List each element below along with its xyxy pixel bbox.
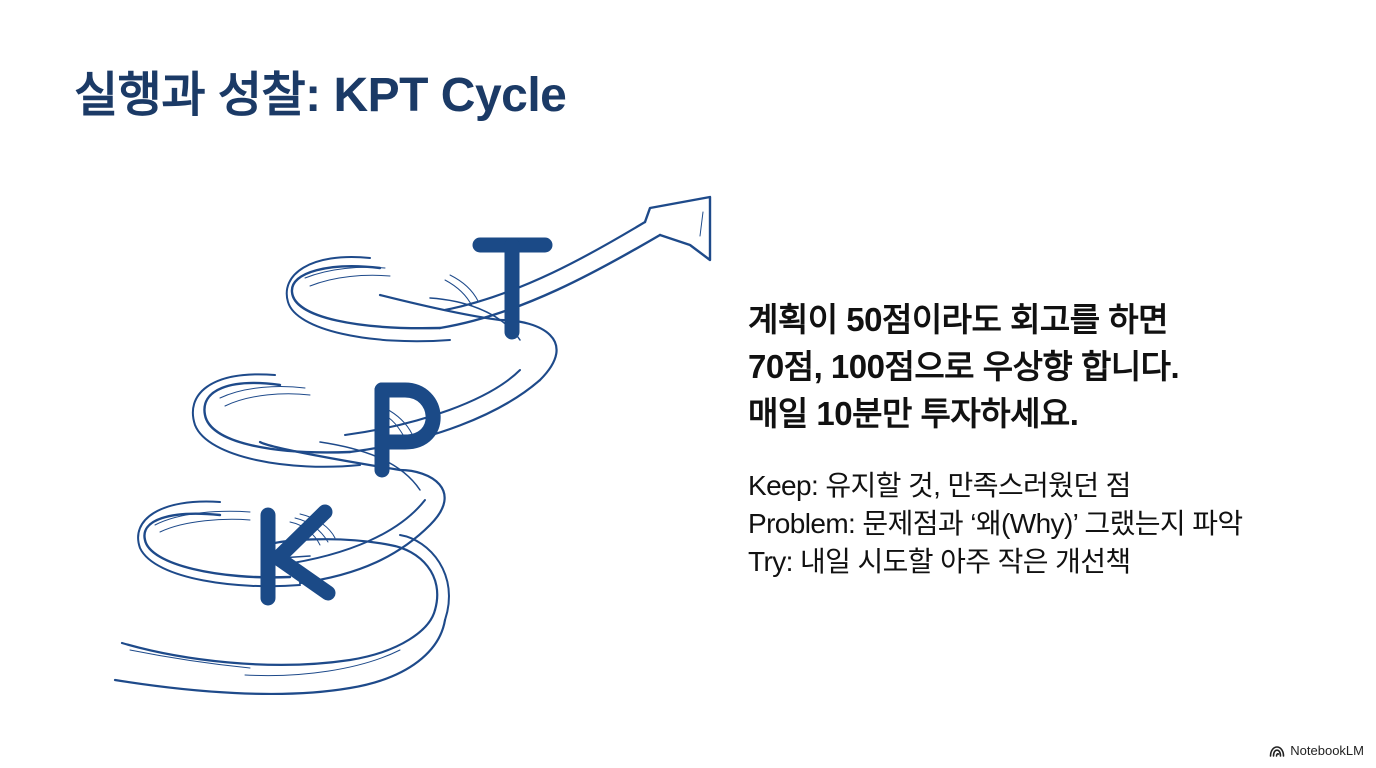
kpt-spiral-illustration [100,180,740,720]
spiral-loop-t [285,220,662,343]
letter-p [374,382,441,478]
notebooklm-logo-icon [1269,745,1285,757]
lead-line: 계획이 50점이라도 회고를 하면 [748,301,1169,338]
lead-line: 매일 10분만 투자하세요. [748,395,1079,432]
kpt-item-keep: Keep: 유지할 것, 만족스러웠던 점 [748,470,1131,501]
letter-k [260,504,336,606]
lead-message: 계획이 50점이라도 회고를 하면 70점, 100점으로 우상향 합니다. 매… [748,296,1348,437]
slide-title: 실행과 성찰: KPT Cycle [74,69,567,122]
brand-name: NotebookLM [1290,743,1364,758]
kpt-item-problem: Problem: 문제점과 ‘왜(Why)’ 그랬는지 파악 [748,508,1243,539]
arrowhead [643,195,712,262]
spiral-loop-k [137,468,450,621]
lead-line: 70점, 100점으로 우상향 합니다. [748,348,1180,385]
spiral-arrow-icon [113,195,712,696]
kpt-list: Keep: 유지할 것, 만족스러웠던 점 Problem: 문제점과 ‘왜(W… [748,467,1368,581]
notebooklm-watermark: NotebookLM [1269,743,1364,758]
letter-t [472,237,553,340]
spiral-tail [113,608,447,696]
kpt-item-try: Try: 내일 시도할 아주 작은 개선책 [748,546,1131,577]
